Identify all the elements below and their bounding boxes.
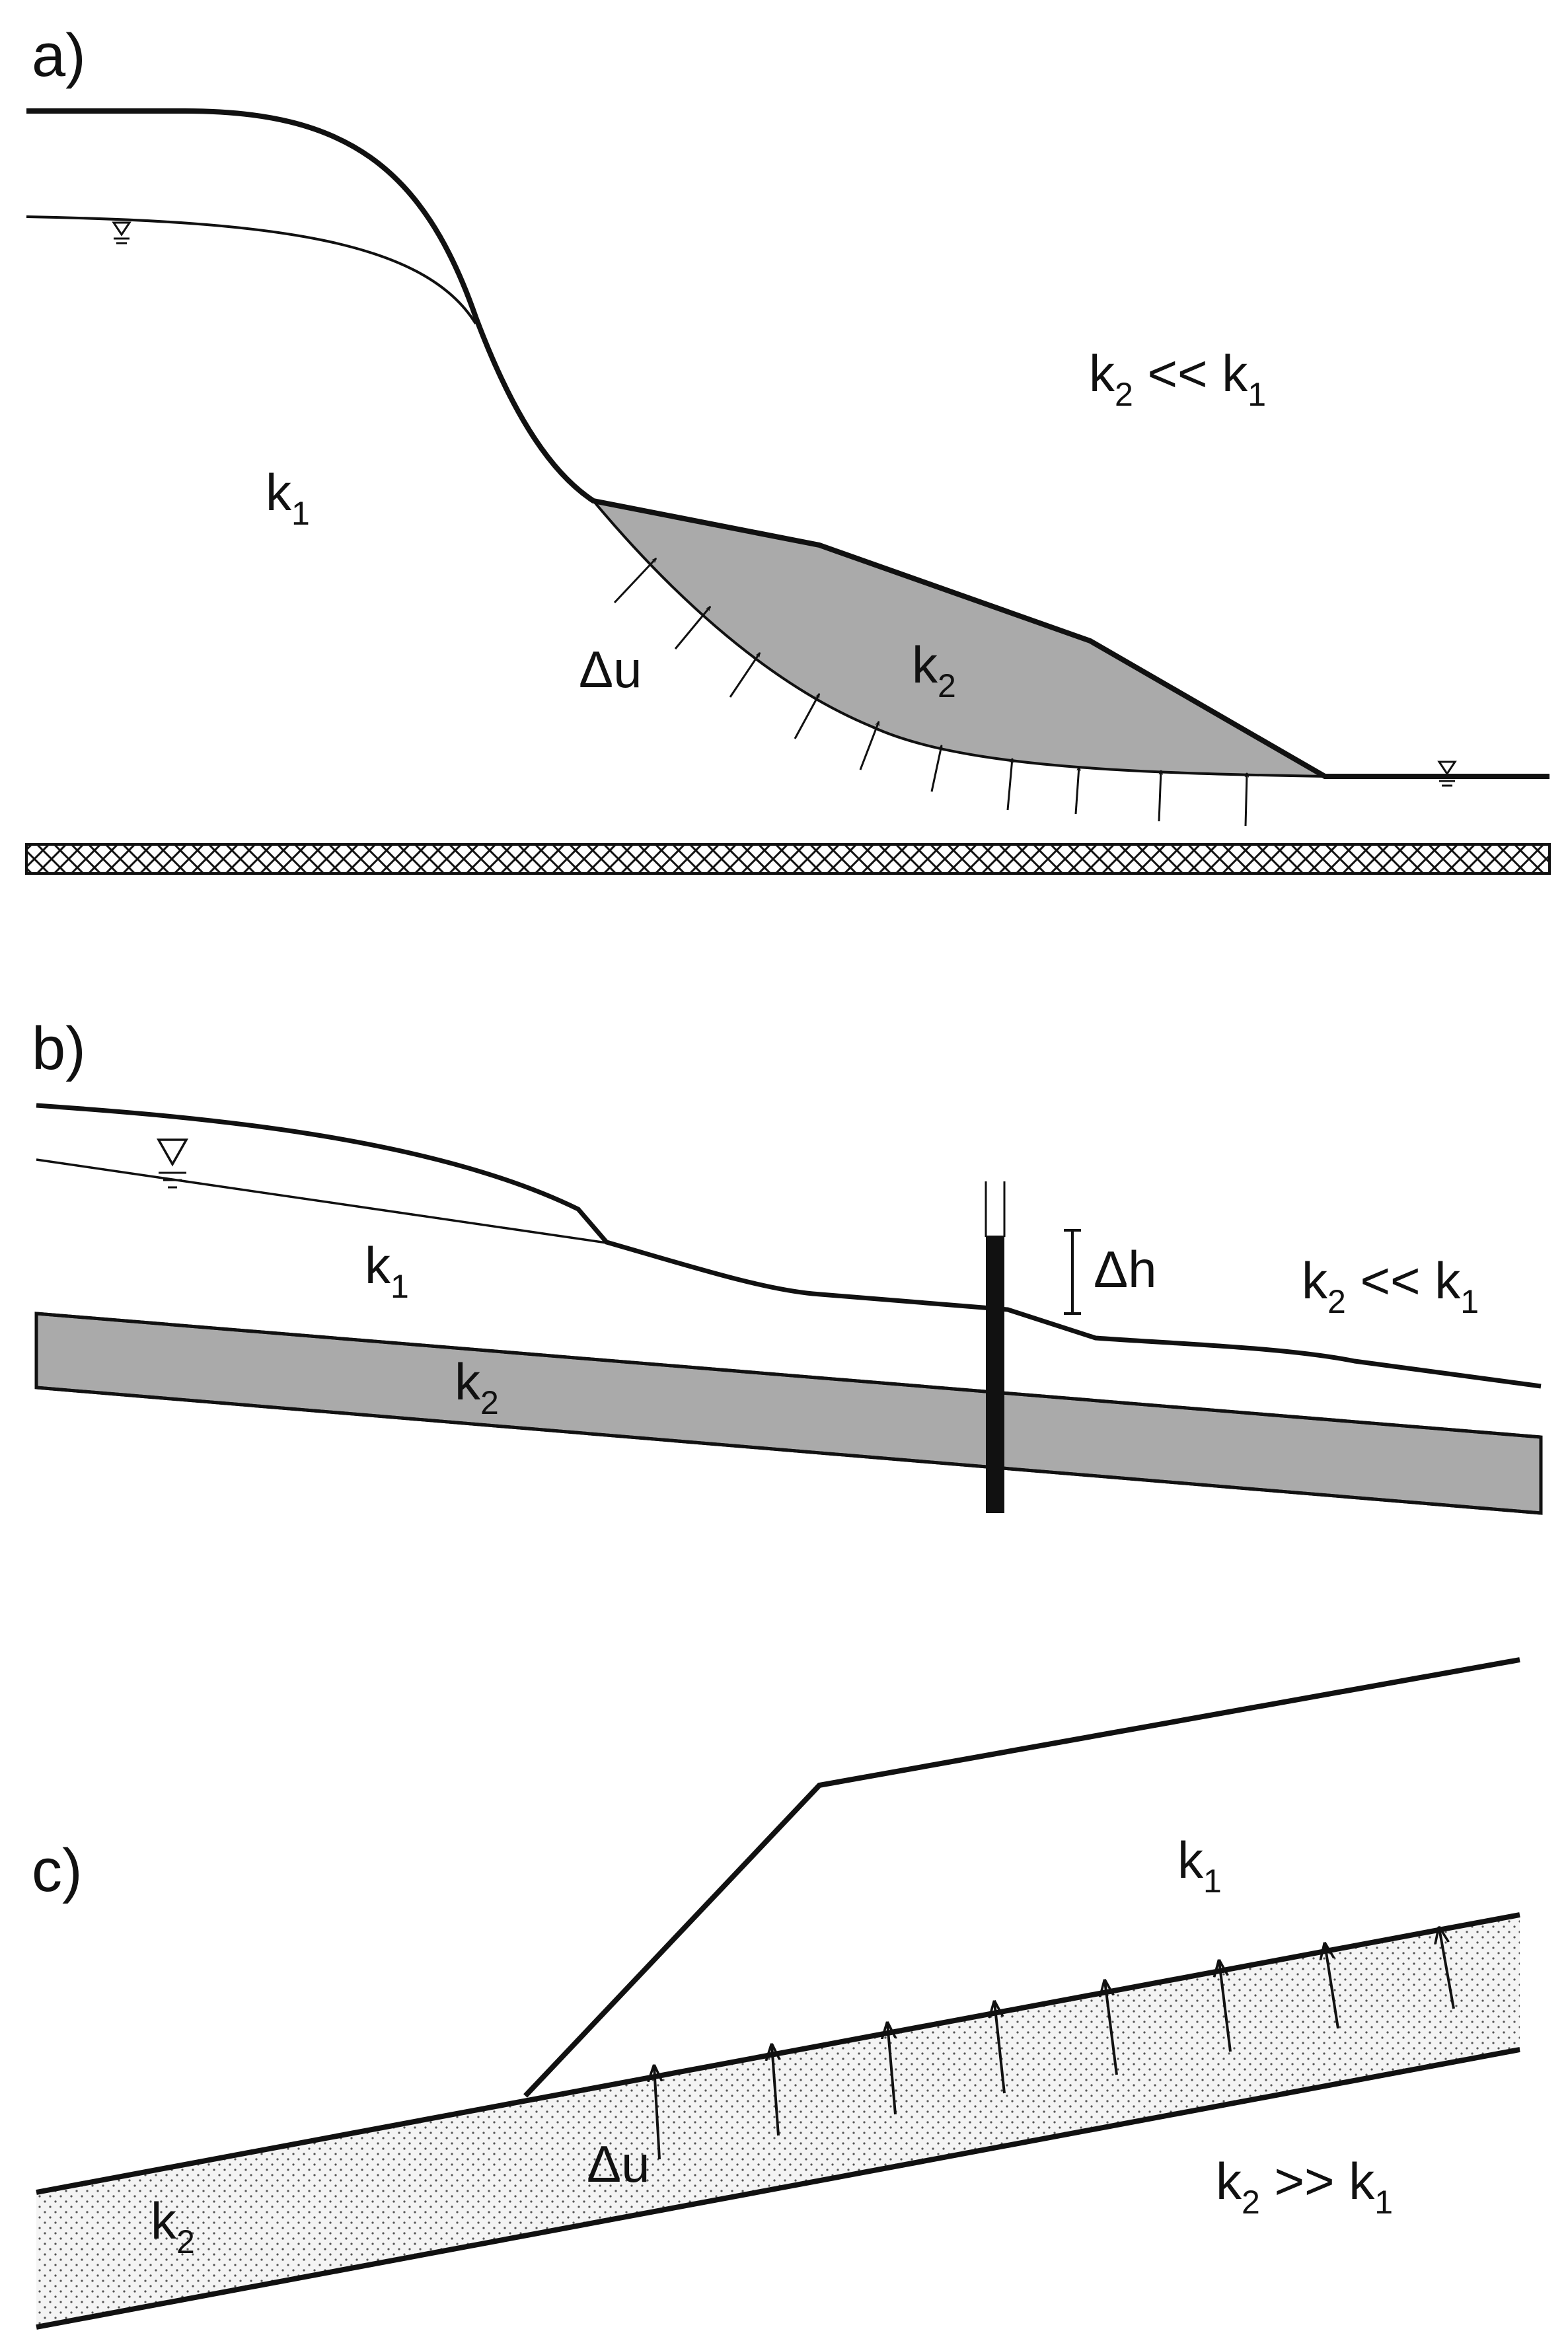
pressure-arrow-icon [1244, 773, 1247, 827]
panel-a-du: Δu [579, 640, 642, 698]
panel-a-relation: k2 << k1 [1089, 344, 1266, 413]
pressure-arrow-icon [1439, 1928, 1455, 2009]
k2-layer-bottom-c [36, 2047, 1520, 2330]
slide-mass [589, 498, 1330, 778]
panel-b-dh: Δh [1094, 1240, 1156, 1298]
panel-a-k2: k2 [912, 636, 956, 704]
panel-c-du: Δu [587, 2135, 650, 2193]
water-table-icon [1437, 761, 1457, 787]
panel-c-relation: k2 >> k1 [1216, 2152, 1393, 2221]
panel-b-k2: k2 [455, 1353, 499, 1421]
uplift-arrows [654, 1928, 1455, 2160]
pressure-arrow-icon [674, 607, 710, 650]
water-table-icon [156, 1138, 189, 1189]
panel-b: b) k1 k2 Δh k2 << k1 [32, 1015, 1543, 1515]
ground-surface-b [36, 1103, 1542, 1389]
piezometer-icon [985, 1181, 1006, 1513]
pressure-arrow-icon [994, 2002, 1006, 2094]
pressure-arrow-icon [887, 2023, 895, 2115]
pressure-arrow-icon [794, 694, 821, 739]
panel-a-k1: k1 [266, 463, 310, 532]
ground-surface [26, 108, 1549, 779]
delta-h-bracket [1064, 1229, 1081, 1315]
pressure-arrow-icon [654, 2066, 659, 2160]
panel-c-k1: k1 [1177, 1831, 1222, 1900]
pressure-arrow-icon [1325, 1944, 1339, 2029]
panel-b-k1: k1 [365, 1236, 409, 1305]
panel-b-relation: k2 << k1 [1302, 1251, 1479, 1320]
pressure-arrow-icon [613, 558, 656, 604]
panel-a: a) [25, 22, 1551, 875]
k2-layer [34, 1312, 1543, 1515]
pressure-arrow-icon [1105, 1981, 1118, 2075]
k2-layer-top [36, 1312, 1542, 1439]
pressure-arrow-icon [772, 2045, 778, 2136]
pressure-arrow-icon [729, 653, 761, 698]
embankment-surface [523, 1657, 1520, 2098]
pressure-arrow-icon [1219, 1961, 1232, 2052]
panel-a-letter: a) [32, 22, 86, 89]
bedrock-hatch-icon [25, 843, 1551, 875]
panel-c-k2: k2 [151, 2192, 195, 2260]
water-table-line-b [36, 1158, 612, 1245]
panel-c-letter: c) [32, 1837, 83, 1904]
pore-pressure-arrows [613, 558, 1247, 827]
pressure-arrow-icon [930, 745, 942, 792]
water-table-icon [112, 221, 131, 244]
pressure-arrow-icon [1006, 759, 1012, 811]
pressure-arrow-icon [859, 722, 880, 770]
panel-c: c) k1 k2 Δu k2 >> k1 [32, 1657, 1520, 2330]
panel-b-letter: b) [32, 1015, 86, 1082]
k2-layer-bottom [36, 1386, 1542, 1515]
pressure-arrow-icon [1158, 770, 1161, 822]
water-table-line [26, 215, 477, 325]
pressure-arrow-icon [1074, 766, 1079, 815]
